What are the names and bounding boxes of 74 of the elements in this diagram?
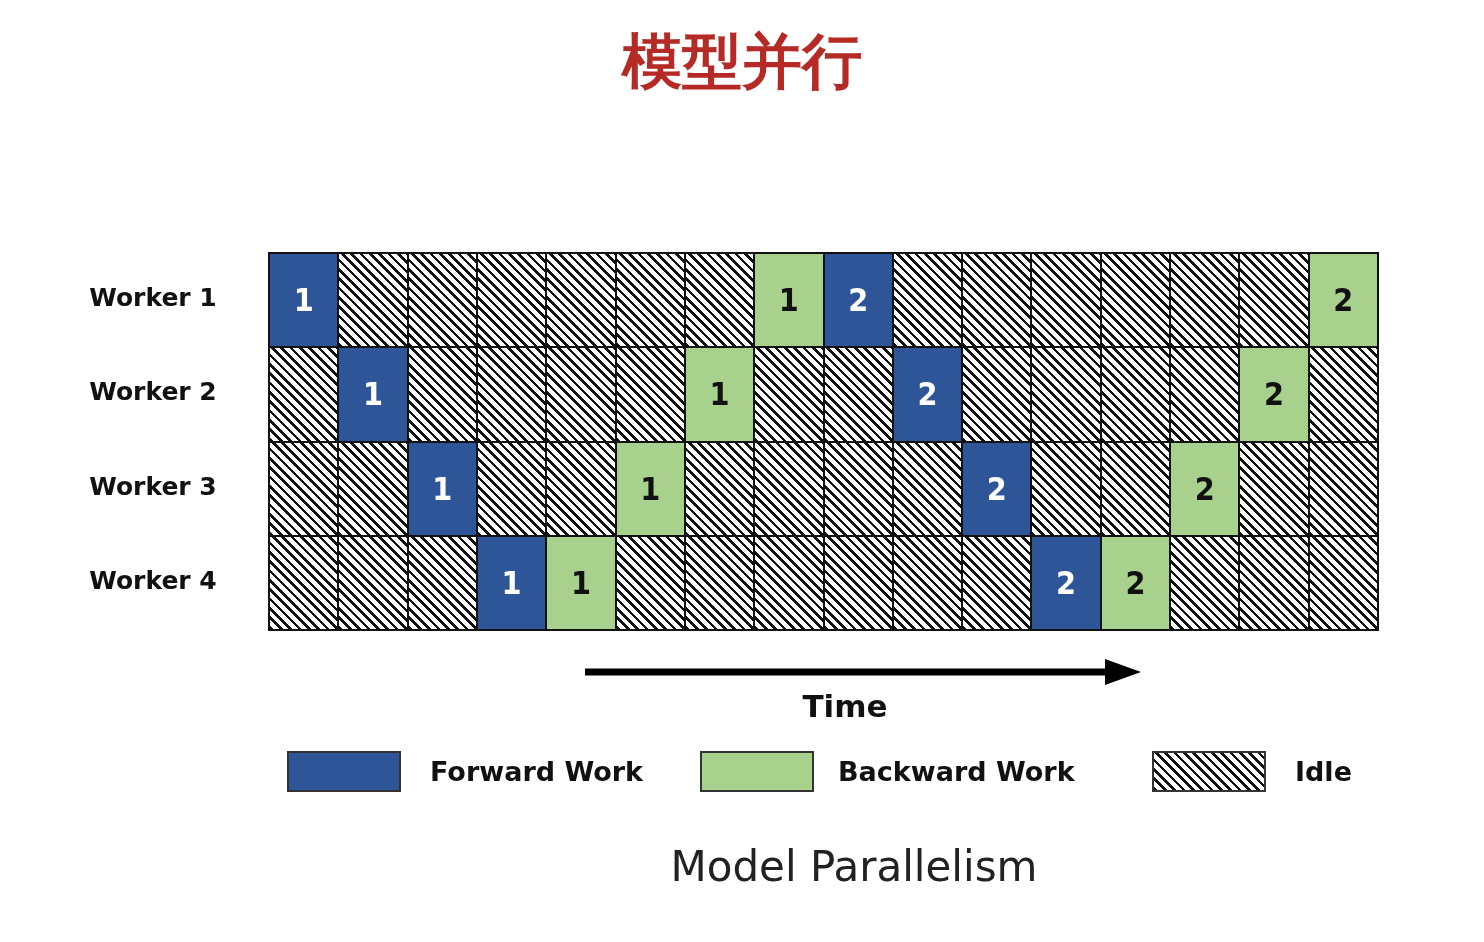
title: 模型并行 bbox=[620, 28, 863, 94]
idle-cell bbox=[822, 534, 894, 631]
forward-work-cell: 2 bbox=[961, 440, 1033, 537]
idle-cell bbox=[1238, 440, 1310, 537]
idle-cell bbox=[475, 440, 548, 537]
worker-label: Worker 4 bbox=[88, 565, 218, 596]
worker-label: Worker 1 bbox=[88, 283, 218, 314]
idle-cell bbox=[1307, 440, 1379, 537]
forward-work-cell: 2 bbox=[822, 252, 894, 349]
idle-cell bbox=[891, 534, 964, 631]
idle-cell bbox=[1099, 346, 1172, 443]
forward-work-cell: 2 bbox=[891, 346, 964, 443]
idle-cell bbox=[406, 252, 478, 349]
idle-cell bbox=[268, 534, 340, 631]
legend-label: Idle bbox=[1295, 756, 1352, 789]
idle-cell bbox=[614, 534, 686, 631]
backward-work-cell: 1 bbox=[545, 534, 617, 631]
idle-cell bbox=[891, 440, 964, 537]
backward-work-cell: 2 bbox=[1307, 252, 1379, 349]
idle-cell bbox=[753, 440, 825, 537]
idle-cell bbox=[1099, 440, 1172, 537]
idle-cell bbox=[1238, 534, 1310, 631]
idle-cell bbox=[1030, 252, 1102, 349]
idle-cell bbox=[1307, 534, 1379, 631]
idle-cell bbox=[1169, 534, 1241, 631]
idle-cell bbox=[268, 346, 340, 443]
idle-cell bbox=[891, 252, 964, 349]
idle-cell bbox=[1030, 346, 1102, 443]
idle-cell bbox=[961, 252, 1033, 349]
worker-label: Worker 2 bbox=[88, 377, 218, 408]
backward-work-cell: 2 bbox=[1169, 440, 1241, 537]
forward-work-cell: 1 bbox=[406, 440, 478, 537]
legend-label: Forward Work bbox=[430, 756, 644, 789]
idle-cell bbox=[545, 440, 617, 537]
idle-cell bbox=[1099, 252, 1172, 349]
forward-work-cell: 1 bbox=[268, 252, 340, 349]
idle-cell bbox=[268, 440, 340, 537]
idle-cell bbox=[475, 252, 548, 349]
backward-work-cell: 1 bbox=[753, 252, 825, 349]
idle-cell bbox=[406, 346, 478, 443]
idle-cell bbox=[1169, 346, 1241, 443]
idle-cell bbox=[1238, 252, 1310, 349]
idle-cell bbox=[337, 440, 409, 537]
idle-cell bbox=[822, 440, 894, 537]
idle-cell bbox=[1307, 346, 1379, 443]
idle-cell bbox=[753, 346, 825, 443]
forward-work-cell: 2 bbox=[1030, 534, 1102, 631]
idle-cell bbox=[822, 346, 894, 443]
legend-label: Backward Work bbox=[838, 756, 1075, 789]
idle-cell bbox=[961, 346, 1033, 443]
idle-cell bbox=[406, 534, 478, 631]
idle-cell bbox=[337, 534, 409, 631]
idle-cell bbox=[683, 252, 756, 349]
backward-work-cell: 2 bbox=[1238, 346, 1310, 443]
axis-label: Time bbox=[801, 688, 889, 726]
idle-cell bbox=[683, 534, 756, 631]
idle-cell bbox=[545, 346, 617, 443]
idle-cell bbox=[475, 346, 548, 443]
forward-work-cell: 1 bbox=[337, 346, 409, 443]
backward-work-cell: 1 bbox=[683, 346, 756, 443]
idle-cell bbox=[683, 440, 756, 537]
idle-cell bbox=[614, 252, 686, 349]
idle-cell bbox=[753, 534, 825, 631]
idle-cell bbox=[614, 346, 686, 443]
backward-work-cell: 1 bbox=[614, 440, 686, 537]
idle-cell bbox=[337, 252, 409, 349]
idle-cell bbox=[1030, 440, 1102, 537]
idle-cell bbox=[1169, 252, 1241, 349]
idle-cell bbox=[961, 534, 1033, 631]
backward-work-cell: 2 bbox=[1099, 534, 1172, 631]
forward-work-cell: 1 bbox=[475, 534, 548, 631]
idle-cell bbox=[545, 252, 617, 349]
worker-label: Worker 3 bbox=[88, 471, 218, 502]
caption: Model Parallelism bbox=[669, 842, 1039, 893]
